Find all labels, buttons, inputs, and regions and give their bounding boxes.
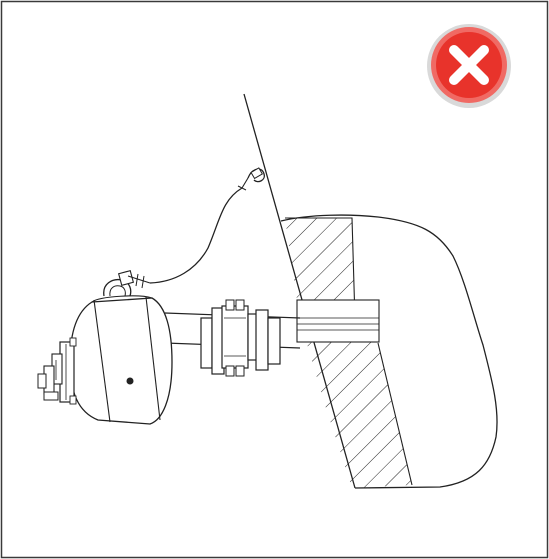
flange-right [255, 309, 281, 371]
nozzle-pipe [296, 299, 380, 343]
vessel-outline [280, 214, 498, 489]
close-icon [449, 45, 489, 85]
tank-outlet-fittings [37, 337, 77, 405]
flange-left [200, 307, 225, 375]
valve-assembly [221, 299, 259, 377]
lifting-lug [103, 269, 151, 297]
incorrect-badge [427, 24, 511, 108]
pressure-tank [69, 295, 173, 425]
wall-anchor-hook [237, 167, 265, 191]
safety-cable [149, 187, 243, 284]
